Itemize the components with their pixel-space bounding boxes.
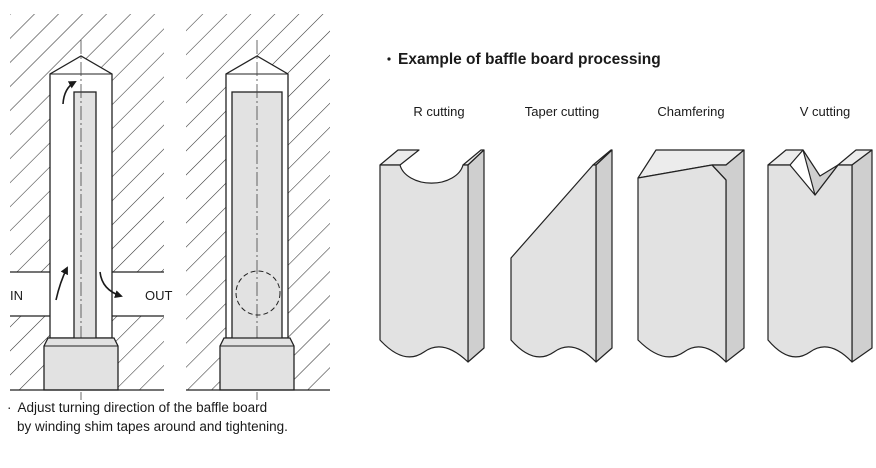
flow-arrow-in-up (55, 266, 68, 301)
outlet-label: OUT (145, 288, 173, 303)
baffle-board-side-view (73, 91, 97, 347)
v-cutting-shape (767, 149, 873, 363)
flow-arrow-top-turn (62, 81, 77, 105)
chamfering-shape (637, 149, 745, 363)
note-line-2: by winding shim tapes around and tighten… (17, 419, 288, 434)
processing-label-v-cutting: V cutting (800, 104, 851, 119)
section-title: Example of baffle board processing (398, 51, 661, 68)
title-bullet (387, 57, 391, 61)
inlet-channel (10, 272, 56, 316)
r-cutting-shape (379, 149, 485, 363)
processing-label-taper-cutting: Taper cutting (525, 104, 599, 119)
taper-cutting-shape (510, 149, 613, 363)
processing-label-chamfering: Chamfering (657, 104, 724, 119)
adjustment-note: · Adjust turning direction of the baffle … (7, 398, 288, 436)
flow-assembly-diagram: IN OUT (10, 14, 173, 400)
rotated-baffle-diagram (186, 14, 330, 400)
inlet-label: IN (10, 288, 23, 303)
hidden-outlet-circle (235, 270, 281, 316)
note-line-1: Adjust turning direction of the baffle b… (17, 400, 268, 415)
processing-label-r-cutting: R cutting (413, 104, 464, 119)
note-bullet: · (7, 400, 12, 415)
flow-arrow-out (99, 271, 123, 299)
